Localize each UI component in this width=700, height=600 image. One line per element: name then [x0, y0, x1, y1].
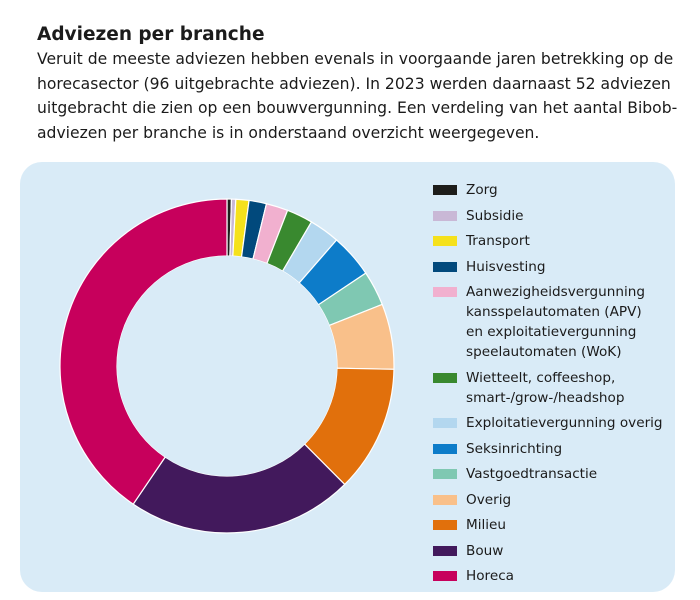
legend-label-line: Wietteelt, coffeeshop,	[466, 369, 616, 386]
legend-item: Exploitatievergunning overig	[433, 413, 673, 433]
legend-swatch	[433, 571, 457, 581]
legend-swatch	[433, 545, 457, 556]
legend-label: Overig	[466, 491, 512, 508]
legend-swatch	[433, 372, 457, 383]
legend-swatch	[433, 185, 457, 195]
legend-swatch	[433, 520, 457, 530]
legend-label: Huisvesting	[466, 258, 546, 275]
legend-item: Seksinrichting	[433, 439, 673, 459]
legend-item: Vastgoedtransactie	[433, 464, 673, 484]
legend-swatch	[433, 236, 457, 246]
legend-label: Seksinrichting	[466, 440, 563, 457]
legend-label: Subsidie	[466, 207, 524, 224]
legend-label: Wietteelt, coffeeshop, smart-/grow-/heads…	[466, 368, 624, 408]
legend-label-line: Aanwezigheidsvergunning	[466, 284, 645, 300]
legend-label: Zorg	[466, 182, 498, 198]
legend-item: Wietteelt, coffeeshop, smart-/grow-/heads…	[433, 368, 673, 408]
legend-label-line: kansspelautomaten (APV)	[466, 304, 642, 320]
legend-label: Exploitatievergunning overig	[466, 415, 663, 431]
legend-label-line: smart-/grow-/headshop	[466, 389, 625, 406]
legend-item: Bouw	[433, 541, 673, 561]
legend-label: Transport	[466, 233, 530, 249]
legend-swatch	[433, 418, 457, 428]
donut-hole	[117, 256, 337, 476]
legend-label-line: en exploitatievergunning	[466, 324, 637, 340]
legend-swatch	[433, 494, 457, 505]
legend-item: Horeca	[433, 566, 673, 586]
legend-label: Bouw	[466, 542, 504, 559]
legend-label: Aanwezigheidsvergunning kansspelautomaten…	[466, 282, 645, 362]
legend-label: Horeca	[466, 568, 514, 584]
legend-swatch	[433, 287, 457, 297]
legend-swatch	[433, 210, 457, 221]
donut-chart	[59, 198, 395, 534]
legend-item: Milieu	[433, 515, 673, 535]
legend-item: Zorg	[433, 180, 673, 200]
legend-label-line: speelautomaten (WoK)	[466, 344, 622, 360]
legend-swatch	[433, 443, 457, 454]
legend-item: Huisvesting	[433, 257, 673, 277]
legend-item: Transport	[433, 231, 673, 251]
legend-swatch	[433, 469, 457, 479]
legend-item: Overig	[433, 490, 673, 510]
legend-swatch	[433, 261, 457, 272]
section-title: Adviezen per branche	[37, 24, 265, 45]
legend-item: Subsidie	[433, 206, 673, 226]
intro-paragraph: Veruit de meeste adviezen hebben evenals…	[37, 50, 678, 142]
legend-label: Milieu	[466, 517, 507, 533]
legend-label: Vastgoedtransactie	[466, 466, 598, 482]
legend-item: Aanwezigheidsvergunning kansspelautomaten…	[433, 282, 673, 362]
